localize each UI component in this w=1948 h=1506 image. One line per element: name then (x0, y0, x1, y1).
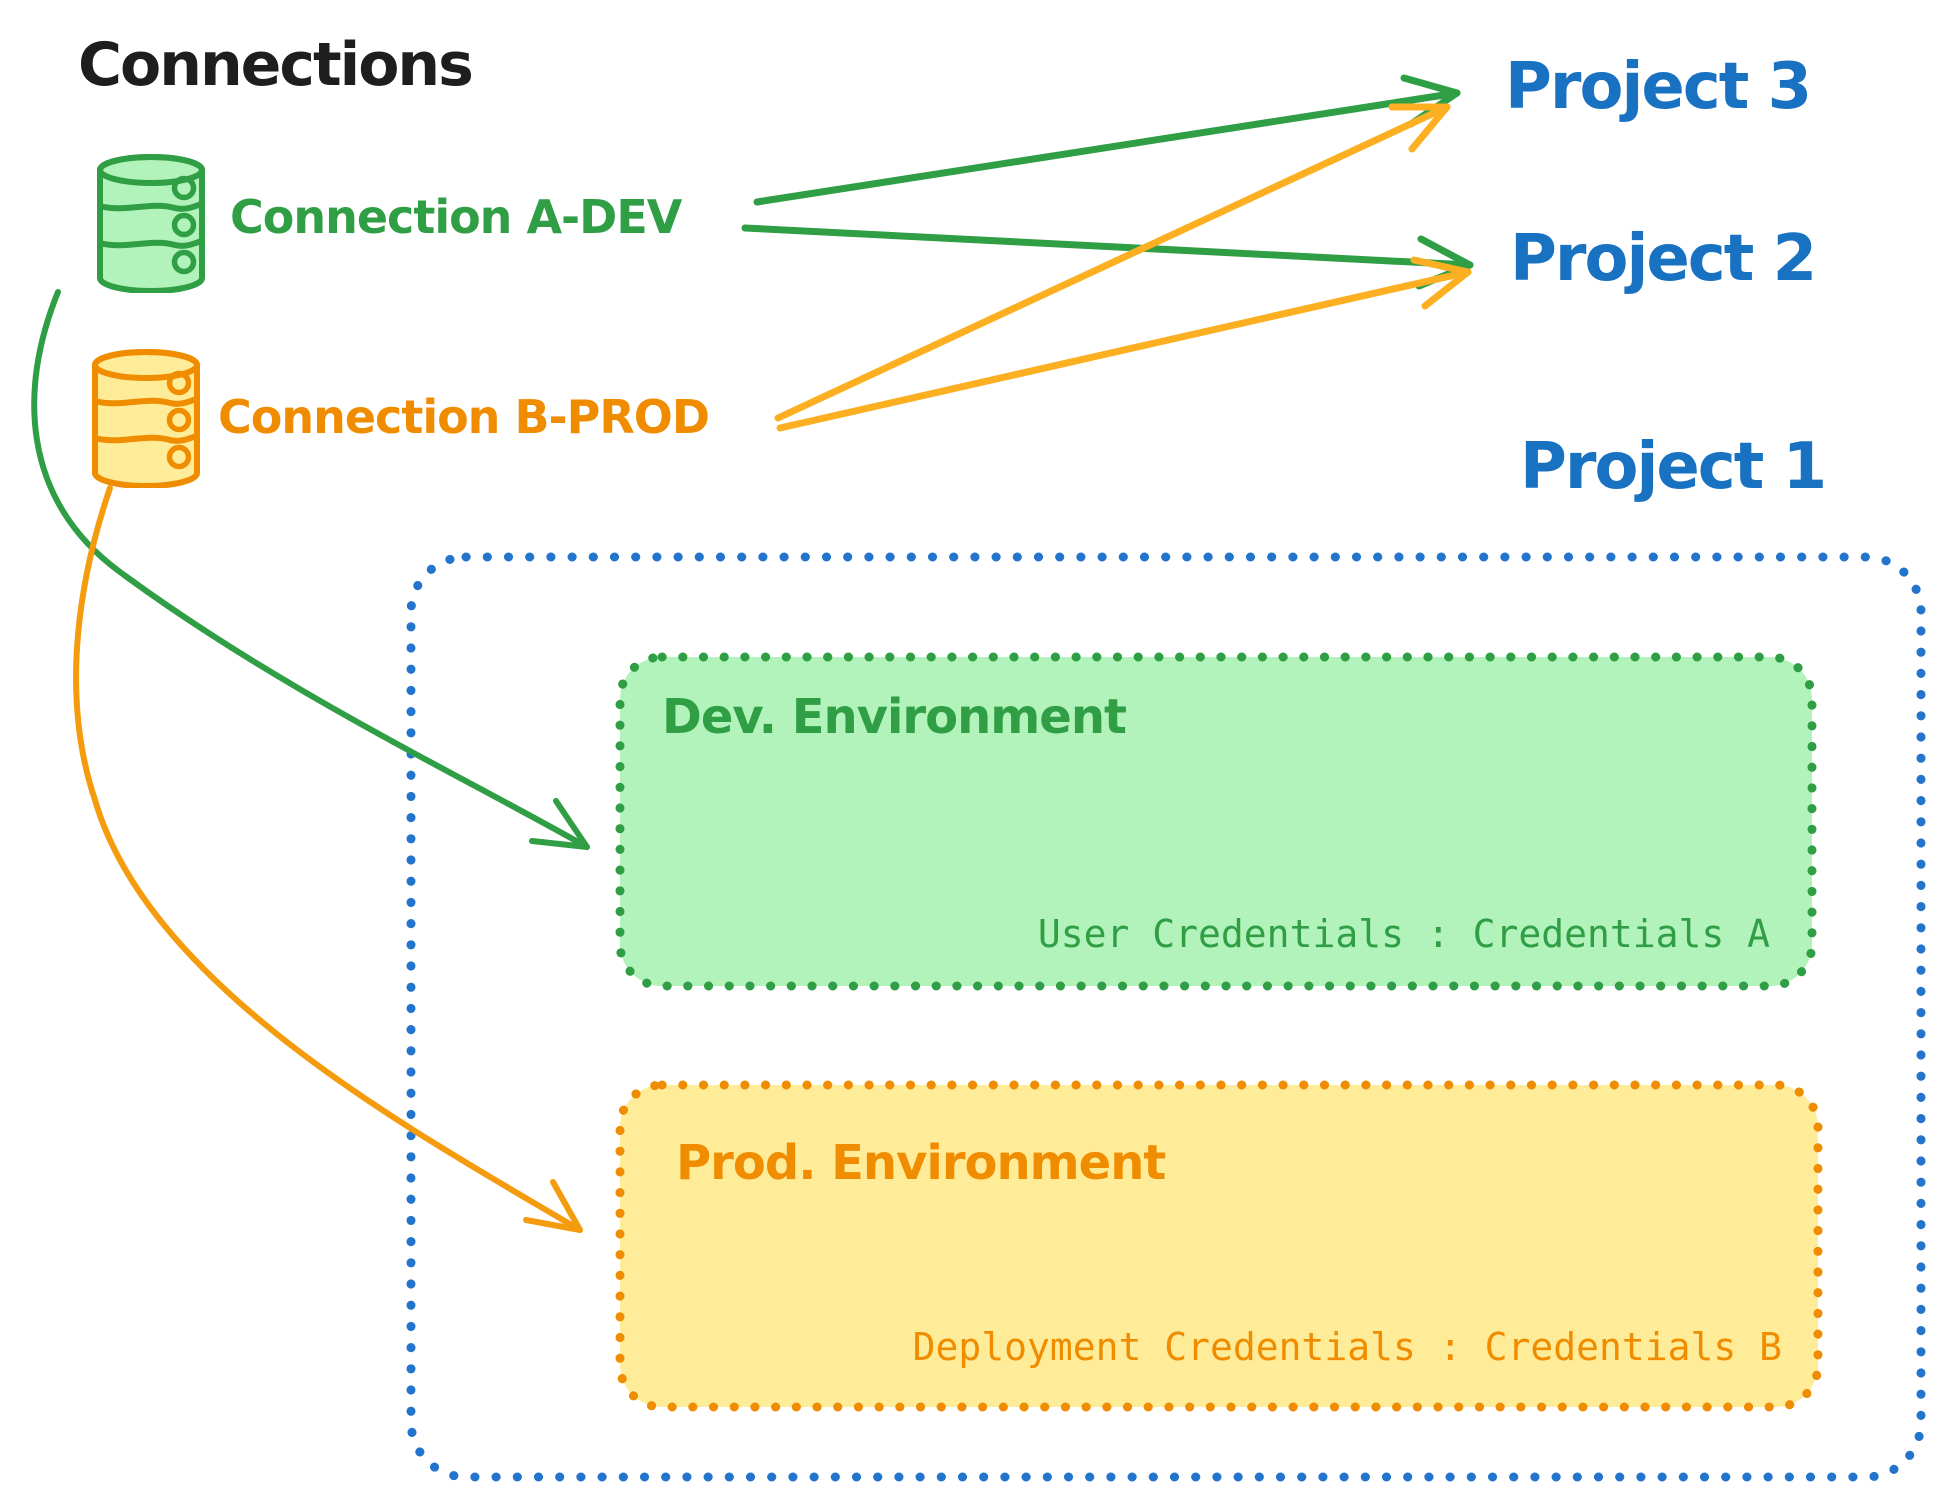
prod-environment-border (615, 1080, 1823, 1412)
prod-environment-box: Prod. Environment Deployment Credentials… (614, 1079, 1824, 1413)
project-2-label: Project 2 (1510, 222, 1817, 296)
dev-credentials-text: User Credentials : Credentials A (1037, 912, 1770, 956)
dev-environment-label: Dev. Environment (662, 689, 1127, 745)
prod-credentials-text: Deployment Credentials : Credentials B (912, 1325, 1782, 1369)
dev-environment-border (615, 652, 1817, 991)
database-icon-a-dev (95, 153, 207, 297)
dev-environment-box: Dev. Environment User Credentials : Cred… (614, 651, 1818, 992)
edge-adev-project2 (741, 224, 1474, 290)
connection-a-dev-label: Connection A-DEV (230, 190, 682, 244)
database-cylinder-icon (97, 154, 205, 294)
edge-bprod-project3 (774, 103, 1451, 422)
project-3-label: Project 3 (1505, 50, 1812, 124)
edge-bprod-project2 (776, 256, 1472, 432)
database-icon-b-prod (90, 348, 202, 492)
connection-b-prod-label: Connection B-PROD (218, 390, 710, 444)
database-cylinder-icon (92, 349, 200, 489)
project1-boundary-border (406, 552, 1926, 1482)
page-title: Connections (78, 30, 474, 100)
project1-boundary-box (405, 551, 1927, 1483)
edge-adev-project3 (753, 74, 1461, 206)
project-1-label: Project 1 (1520, 430, 1827, 504)
prod-environment-label: Prod. Environment (676, 1135, 1166, 1191)
